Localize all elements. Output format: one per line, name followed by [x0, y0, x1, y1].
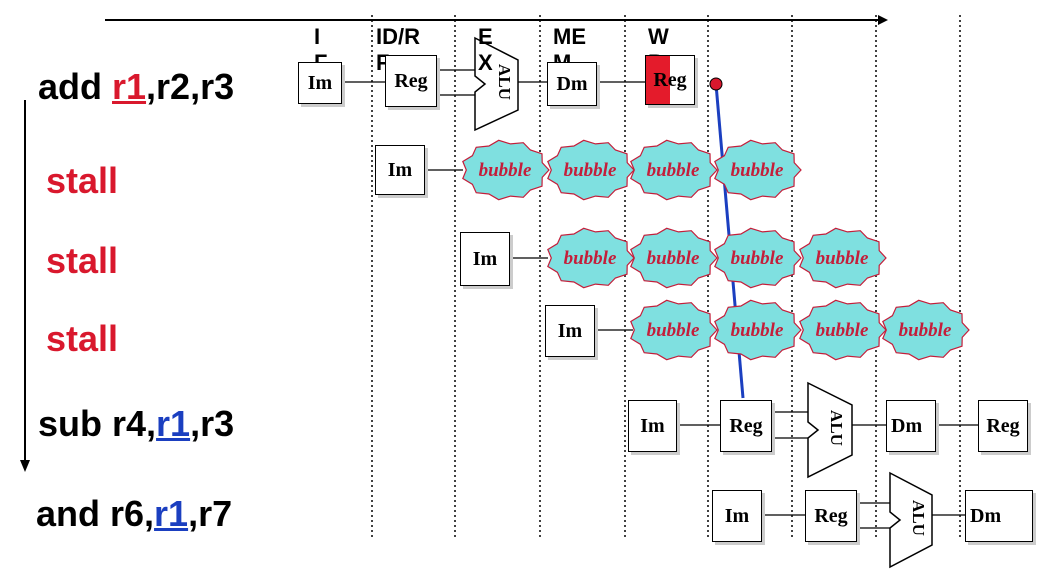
bubble-cloud: [714, 227, 802, 289]
destination-register: r1: [112, 66, 147, 107]
stall-label: stall: [46, 240, 119, 281]
im-box: Im: [545, 305, 595, 357]
stage-header-top: I: [314, 24, 321, 49]
instruction-text: ,r2,r3: [146, 66, 235, 107]
instruction-and: and r6,r1,r7: [36, 493, 232, 535]
im-box: Im: [628, 400, 677, 452]
bubble: bubble: [714, 299, 802, 361]
bubble-cloud: [630, 139, 718, 201]
stage-header-top: ID/R: [376, 24, 420, 49]
stall-label: stall: [46, 318, 119, 359]
im-box: Im: [298, 62, 342, 104]
stage-header-bottom: X: [478, 50, 493, 75]
bubble-label: bubble: [564, 160, 617, 181]
bubble: bubble: [630, 227, 718, 289]
connectors: [340, 69, 978, 529]
stage-header-top: W: [648, 24, 669, 49]
reg-box: Reg: [385, 55, 437, 107]
bubble-label: bubble: [647, 160, 700, 181]
bubble: bubble: [462, 139, 550, 201]
reg-box: Reg: [978, 400, 1028, 452]
source-register: r1: [154, 493, 189, 534]
bubble: bubble: [714, 227, 802, 289]
bubble-label: bubble: [479, 160, 532, 181]
bubble: bubble: [799, 227, 887, 289]
bubble: bubble: [630, 299, 718, 361]
bubble-cloud: [462, 139, 550, 201]
dm-box: Dm: [547, 62, 597, 106]
stage-header-top: E: [478, 24, 493, 49]
bubble-cloud: [882, 299, 970, 361]
instruction-add: add r1,r2,r3: [38, 66, 234, 108]
bubble-cloud: [547, 139, 635, 201]
bubble-cloud: [714, 139, 802, 201]
dm-box: Dm: [886, 400, 936, 452]
bubble: bubble: [630, 139, 718, 201]
instruction-text: sub r4,: [38, 403, 157, 444]
bubble: bubble: [547, 139, 635, 201]
alu-shape-sub: [807, 381, 853, 479]
stage-header-ex: E X: [478, 26, 493, 74]
bubble-cloud: [547, 227, 635, 289]
bubble-label: bubble: [647, 320, 700, 341]
instruction-text: and r6,: [36, 493, 155, 534]
bubble-cloud: [799, 227, 887, 289]
bubble-cloud: [630, 299, 718, 361]
bubble-cloud: [799, 299, 887, 361]
bubble: bubble: [547, 227, 635, 289]
im-box: Im: [460, 232, 510, 286]
bubble-label: bubble: [816, 320, 869, 341]
reg-writeback-box: Reg: [645, 55, 695, 105]
instruction-text: ,r7: [188, 493, 233, 534]
im-box: Im: [375, 145, 425, 195]
forwarding-source-dot: [709, 77, 723, 91]
reg-box: Reg: [805, 490, 857, 542]
program-order-arrowhead: [20, 460, 30, 472]
bubble-cloud: [630, 227, 718, 289]
bubble-label: bubble: [731, 320, 784, 341]
reg-box: Reg: [720, 400, 772, 452]
bubble: bubble: [882, 299, 970, 361]
bubble-label: bubble: [647, 248, 700, 269]
stall-label: stall: [46, 160, 119, 201]
im-box: Im: [712, 490, 762, 542]
instruction-sub: sub r4,r1,r3: [38, 403, 234, 445]
bubble-label: bubble: [731, 160, 784, 181]
bubble-label: bubble: [731, 248, 784, 269]
bubble-label: bubble: [816, 248, 869, 269]
bubble-label: bubble: [564, 248, 617, 269]
bubble: bubble: [799, 299, 887, 361]
alu-shape-add: [474, 36, 519, 132]
bubble-cloud: [714, 299, 802, 361]
instruction-text: ,r3: [190, 403, 235, 444]
stage-header-top: ME: [553, 24, 586, 49]
instruction-text: add: [38, 66, 113, 107]
bubble: bubble: [714, 139, 802, 201]
alu-shape-and: [889, 471, 933, 569]
bubble-label: bubble: [899, 320, 952, 341]
source-register: r1: [156, 403, 191, 444]
dm-box: Dm: [965, 490, 1033, 542]
time-axis-arrowhead: [878, 15, 888, 25]
